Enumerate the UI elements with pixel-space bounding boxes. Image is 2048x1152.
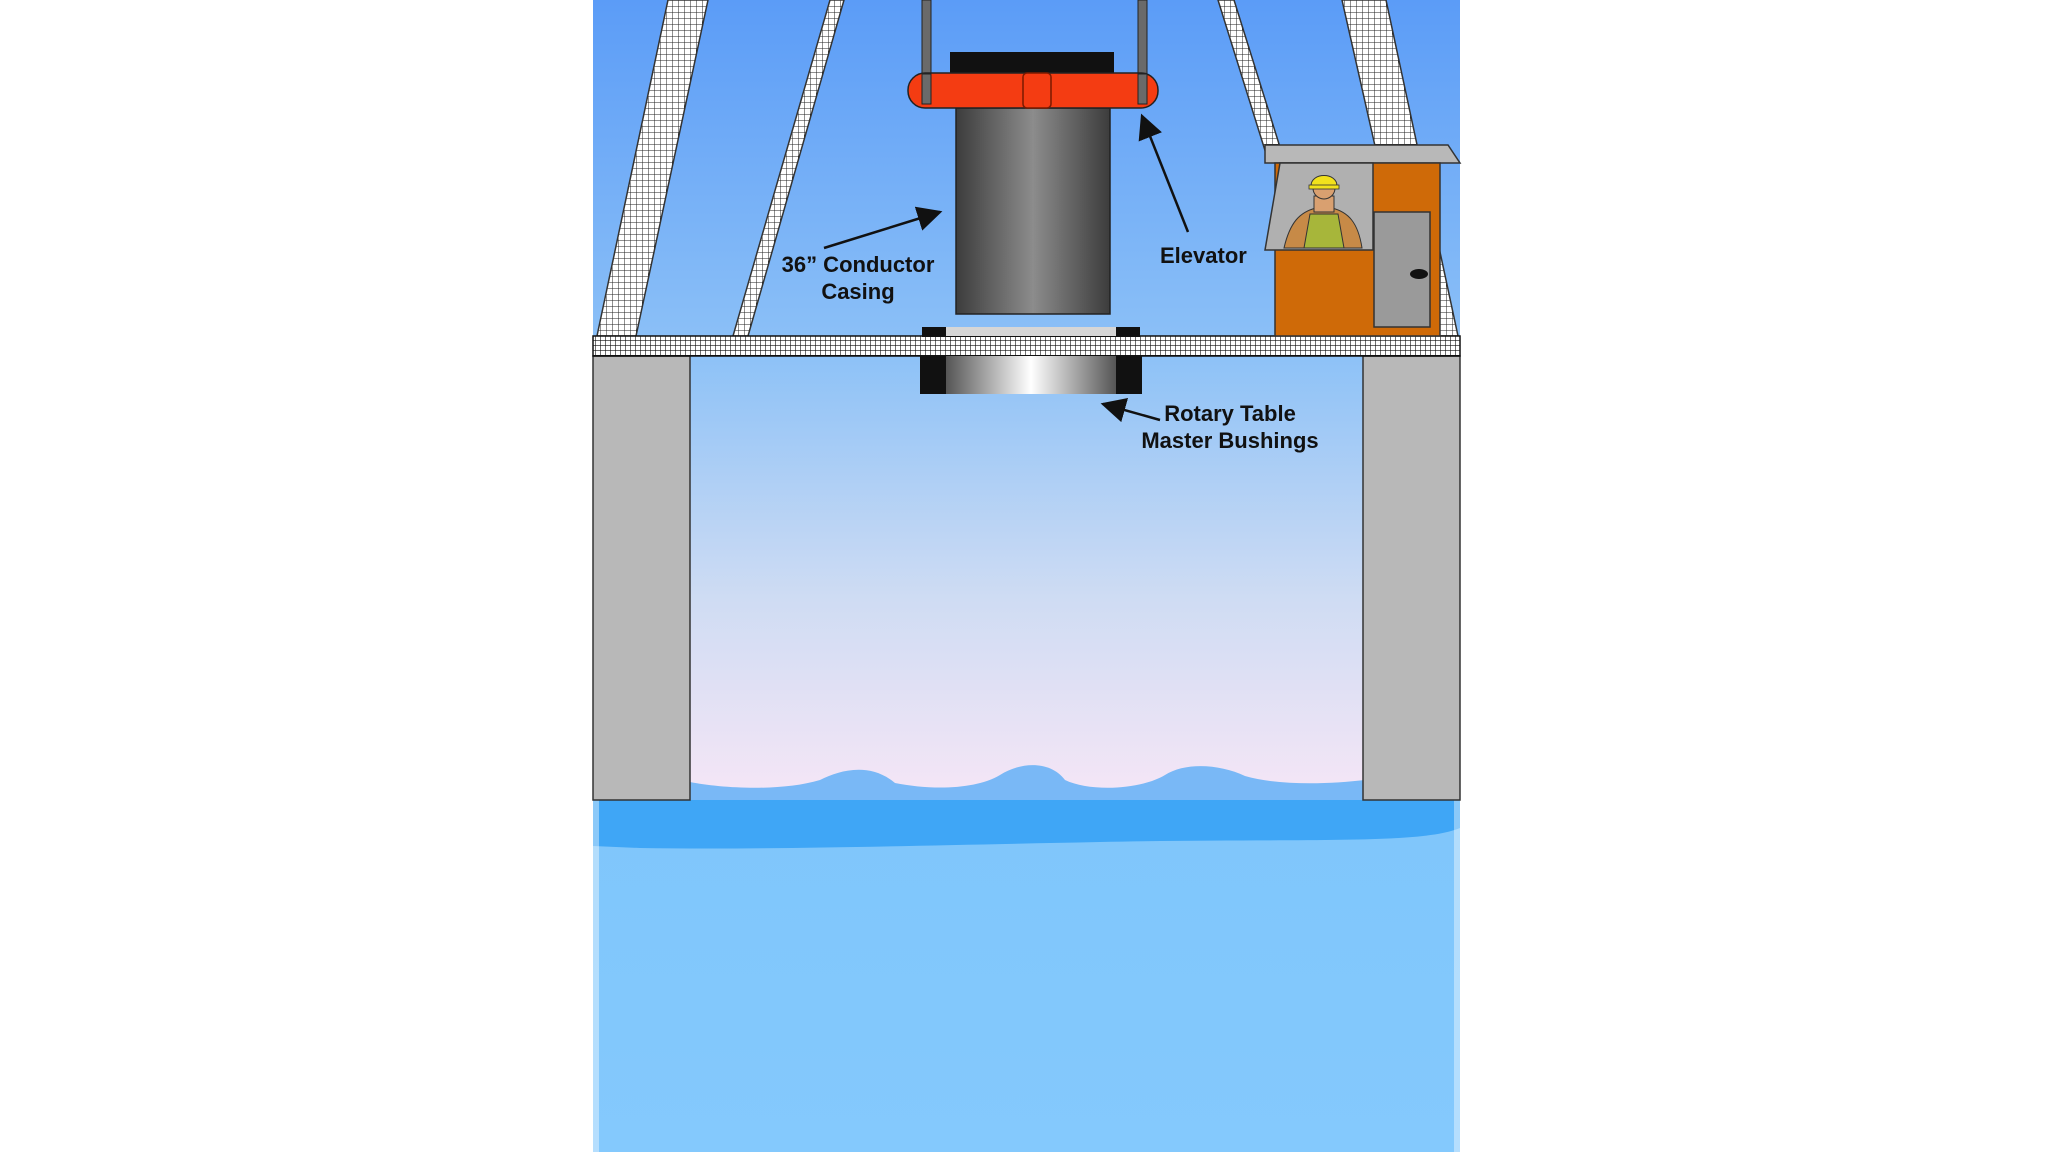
elevator-arrow xyxy=(1138,113,1190,233)
sea xyxy=(593,800,1460,1152)
rotary-table-arrow xyxy=(1100,398,1161,423)
sea-wave-band xyxy=(593,800,1460,849)
worker-figure xyxy=(1283,175,1363,249)
elevator xyxy=(907,0,1159,109)
rotary-table-label-line1: Rotary Table xyxy=(1164,401,1296,426)
conductor-casing-arrow xyxy=(823,206,943,250)
conductor-casing-label-line1: 36” Conductor xyxy=(782,252,935,277)
conductor-casing-label-line2: Casing xyxy=(821,279,894,304)
elevator-label: Elevator xyxy=(1160,243,1247,268)
driller-cabin xyxy=(1264,144,1462,337)
conductor-casing xyxy=(955,107,1111,315)
pillar-left xyxy=(592,355,691,801)
rotary-table-label-line2: Master Bushings xyxy=(1141,428,1318,453)
drill-floor-deck xyxy=(592,335,1461,357)
pillar-right xyxy=(1362,355,1461,801)
rotary-table-master-bushings xyxy=(920,327,1142,394)
distant-waves xyxy=(690,765,1365,800)
